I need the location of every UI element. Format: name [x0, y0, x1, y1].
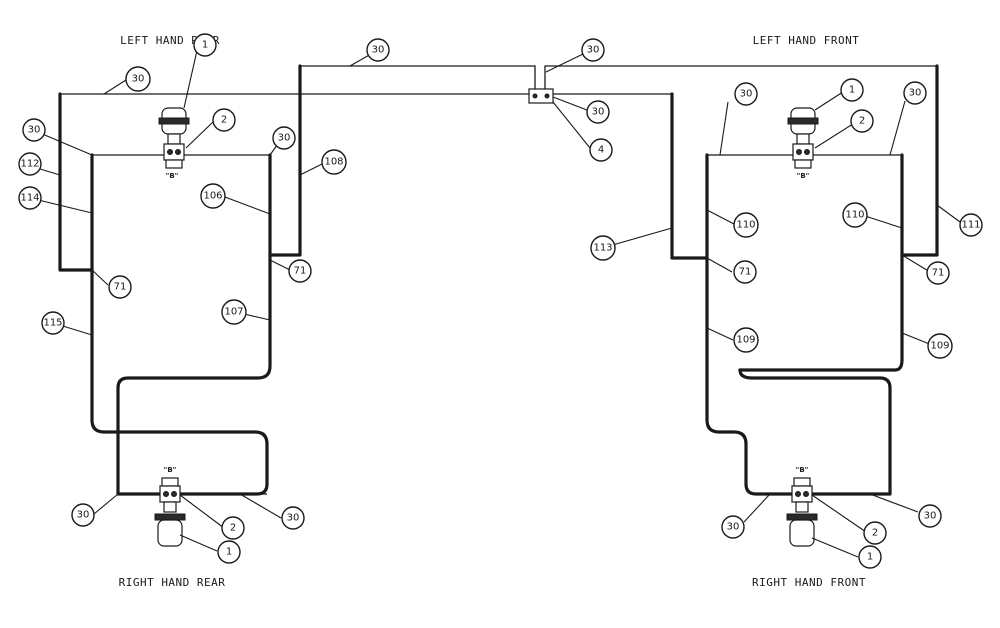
callout-1-rhr: 1	[217, 540, 241, 564]
callout-30-rhf-left: 30	[721, 515, 745, 539]
callout-110-lhf-left: 110	[733, 212, 759, 238]
svg-text:1: 1	[849, 85, 855, 96]
line-113	[670, 92, 709, 260]
svg-text:30: 30	[372, 45, 385, 56]
view-b-left-rear: "B"	[166, 172, 179, 180]
label-right-hand-front: RIGHT HAND FRONT	[752, 576, 866, 589]
svg-text:114: 114	[20, 193, 39, 204]
callout-107: 107	[221, 299, 247, 325]
svg-text:2: 2	[221, 115, 227, 126]
callout-30-lhf-left: 30	[734, 82, 758, 106]
callout-2-lhr: 2	[212, 108, 236, 132]
view-b-right-front: "B"	[796, 466, 809, 474]
svg-text:30: 30	[77, 510, 90, 521]
callout-108: 108	[321, 149, 347, 175]
svg-text:30: 30	[909, 88, 922, 99]
svg-text:108: 108	[324, 157, 343, 168]
callouts: 30 30 30 4 30 1 2 30 30 112 108 114 106 …	[18, 33, 983, 569]
callout-30-top-front: 30	[581, 38, 605, 62]
line-top-front	[544, 65, 937, 92]
svg-text:1: 1	[867, 552, 873, 563]
svg-text:30: 30	[28, 125, 41, 136]
svg-text:1: 1	[202, 40, 208, 51]
svg-text:1: 1	[226, 547, 232, 558]
svg-text:71: 71	[294, 266, 307, 277]
callout-106: 106	[200, 183, 226, 209]
callout-1-lhf: 1	[840, 78, 864, 102]
line-114-115	[90, 153, 272, 496]
svg-text:30: 30	[592, 107, 605, 118]
callout-111: 111	[959, 213, 983, 237]
brake-chamber-left-front	[787, 107, 819, 169]
line-109-right	[738, 153, 904, 372]
label-left-hand-front: LEFT HAND FRONT	[753, 34, 860, 47]
svg-text:4: 4	[598, 145, 604, 156]
line-112	[58, 92, 94, 272]
svg-text:110: 110	[845, 210, 864, 221]
label-right-hand-rear: RIGHT HAND REAR	[119, 576, 226, 589]
callout-30-lhr-top: 30	[125, 66, 151, 92]
callout-115: 115	[41, 311, 65, 335]
line-top-rear	[300, 65, 536, 92]
svg-text:30: 30	[740, 89, 753, 100]
callout-30-lhf-right: 30	[903, 81, 927, 105]
brake-chamber-right-rear	[154, 477, 186, 547]
svg-text:2: 2	[859, 116, 865, 127]
svg-text:30: 30	[587, 45, 600, 56]
svg-text:30: 30	[132, 74, 145, 85]
line-109-110	[705, 153, 892, 496]
callout-30-lhr-left: 30	[22, 118, 46, 142]
svg-text:109: 109	[736, 335, 755, 346]
svg-text:30: 30	[924, 511, 937, 522]
callout-71-lhr-right: 71	[288, 259, 312, 283]
callout-4-junction: 4	[589, 138, 613, 162]
callout-30-junction: 30	[586, 100, 610, 124]
callout-71-lhr-left: 71	[108, 275, 132, 299]
callout-2-lhf: 2	[850, 109, 874, 133]
callout-1-lhr: 1	[193, 33, 217, 57]
svg-text:71: 71	[114, 282, 127, 293]
callout-1-rhf: 1	[858, 545, 882, 569]
view-b-right-rear: "B"	[164, 466, 177, 474]
leader-lines	[29, 45, 961, 558]
svg-text:107: 107	[224, 307, 243, 318]
svg-text:30: 30	[727, 522, 740, 533]
callout-113: 113	[590, 235, 616, 261]
svg-text:112: 112	[20, 159, 39, 170]
svg-text:109: 109	[930, 341, 949, 352]
callout-30-rhr-right: 30	[281, 506, 305, 530]
callout-30-top-rear: 30	[366, 38, 390, 62]
callout-109-right: 109	[927, 333, 953, 359]
svg-text:113: 113	[593, 243, 612, 254]
svg-text:30: 30	[278, 133, 291, 144]
svg-text:2: 2	[230, 523, 236, 534]
svg-text:110: 110	[736, 220, 755, 231]
brake-chamber-right-front	[786, 477, 818, 547]
callout-71-lhf-left: 71	[733, 260, 757, 284]
svg-text:71: 71	[739, 267, 752, 278]
junction-block	[528, 88, 554, 104]
callout-30-lhr-right: 30	[272, 126, 296, 150]
callout-2-rhr: 2	[221, 516, 245, 540]
svg-text:30: 30	[287, 513, 300, 524]
callout-71-lhf-right: 71	[926, 261, 950, 285]
callout-30-rhr-left: 30	[71, 503, 95, 527]
callout-30-rhf-right: 30	[918, 504, 942, 528]
brake-chamber-left-rear	[158, 107, 190, 169]
callout-110-lhf-right: 110	[842, 202, 868, 228]
view-b-left-front: "B"	[797, 172, 810, 180]
line-111	[900, 64, 939, 257]
brake-lines	[58, 64, 939, 496]
svg-text:115: 115	[43, 318, 62, 329]
svg-text:111: 111	[961, 220, 980, 231]
line-108	[268, 64, 302, 257]
callout-2-rhf: 2	[863, 521, 887, 545]
svg-text:71: 71	[932, 268, 945, 279]
callout-109-left: 109	[733, 327, 759, 353]
svg-text:2: 2	[872, 528, 878, 539]
callout-114: 114	[18, 186, 42, 210]
svg-text:106: 106	[203, 191, 222, 202]
callout-112: 112	[18, 152, 42, 176]
